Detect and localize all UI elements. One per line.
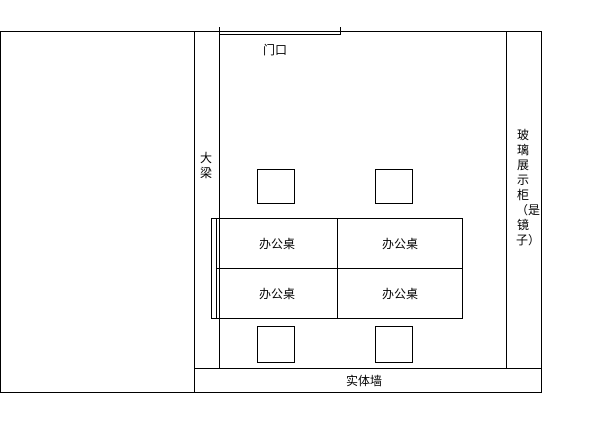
desk-2-label: 办公桌 xyxy=(381,237,418,251)
desk-2: 办公桌 xyxy=(337,218,463,269)
room-outline xyxy=(194,31,542,393)
chair-top-left xyxy=(257,169,295,204)
door-label: 门口 xyxy=(263,43,288,57)
chair-top-right xyxy=(375,169,413,204)
glass-cabinet-label: 玻璃展示柜（是镜子） xyxy=(516,128,541,247)
desk-4-label: 办公桌 xyxy=(381,287,418,301)
door-frame xyxy=(219,27,341,35)
desk-3: 办公桌 xyxy=(216,268,338,319)
desk-1: 办公桌 xyxy=(216,218,338,269)
desk-4: 办公桌 xyxy=(337,268,463,319)
desk-3-label: 办公桌 xyxy=(258,287,295,301)
beam-label: 大梁 xyxy=(199,151,212,180)
solid-wall xyxy=(194,368,542,393)
chair-bottom-left xyxy=(257,326,295,363)
chair-bottom-right xyxy=(375,326,413,363)
solid-wall-label: 实体墙 xyxy=(346,374,383,388)
left-area xyxy=(0,31,195,393)
desk-1-label: 办公桌 xyxy=(258,237,295,251)
